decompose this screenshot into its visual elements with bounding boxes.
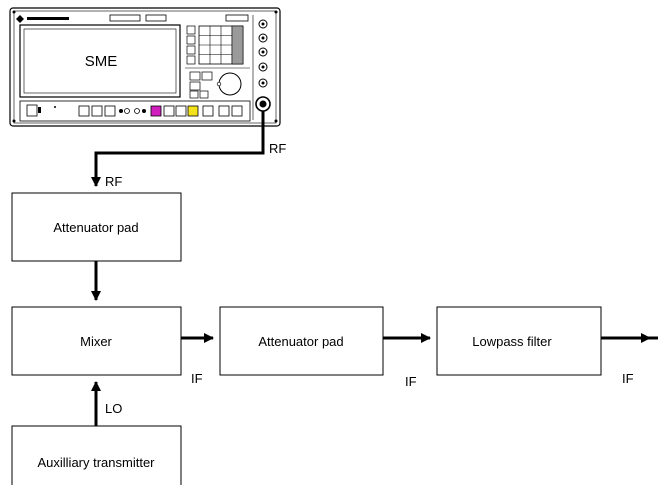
aux-transmitter-block [11, 425, 182, 485]
lo-label: LO [105, 401, 122, 416]
display-screen-inner [23, 28, 177, 94]
panel-button [201, 71, 213, 81]
if-label-mixer: IF [191, 371, 203, 386]
attenuator-right-block [219, 306, 384, 376]
attenuator-top-block [11, 192, 182, 262]
attenuator-right-label: Attenuator pad [258, 334, 343, 349]
panel-button [199, 90, 209, 99]
panel-button [189, 71, 201, 81]
rf-input-label: RF [105, 174, 122, 189]
if-label-attenuator: IF [405, 374, 417, 389]
keypad [198, 25, 244, 65]
screw-icon [274, 119, 278, 123]
screw-icon [12, 10, 16, 14]
mixer-label: Mixer [80, 334, 112, 349]
instrument-name: SME [85, 53, 118, 70]
lowpass-label: Lowpass filter [472, 334, 552, 349]
screw-icon [274, 10, 278, 14]
softkeys [186, 25, 196, 65]
brand-logo [16, 15, 69, 23]
instrument-frame-inner [13, 10, 277, 124]
rf-output-connector-core [259, 100, 267, 108]
sme-instrument: SME [9, 7, 281, 127]
attenuator-top-label: Attenuator pad [53, 220, 138, 235]
bottom-buttons [26, 104, 243, 117]
lowpass-block [436, 306, 602, 376]
rf-output-label: RF [269, 141, 286, 156]
aux-transmitter-label: Auxilliary transmitter [37, 455, 155, 470]
knob-center [216, 81, 222, 87]
top-slot [225, 14, 249, 22]
if-label-lowpass: IF [622, 371, 634, 386]
top-slot [145, 14, 167, 22]
panel-button [189, 81, 201, 91]
connectors [258, 19, 268, 88]
screw-icon [12, 119, 16, 123]
panel-button [189, 90, 199, 99]
mixer-block [11, 306, 182, 376]
rotary-knob-icon [218, 72, 242, 96]
top-slot [109, 14, 141, 22]
rf-cable [91, 111, 265, 187]
